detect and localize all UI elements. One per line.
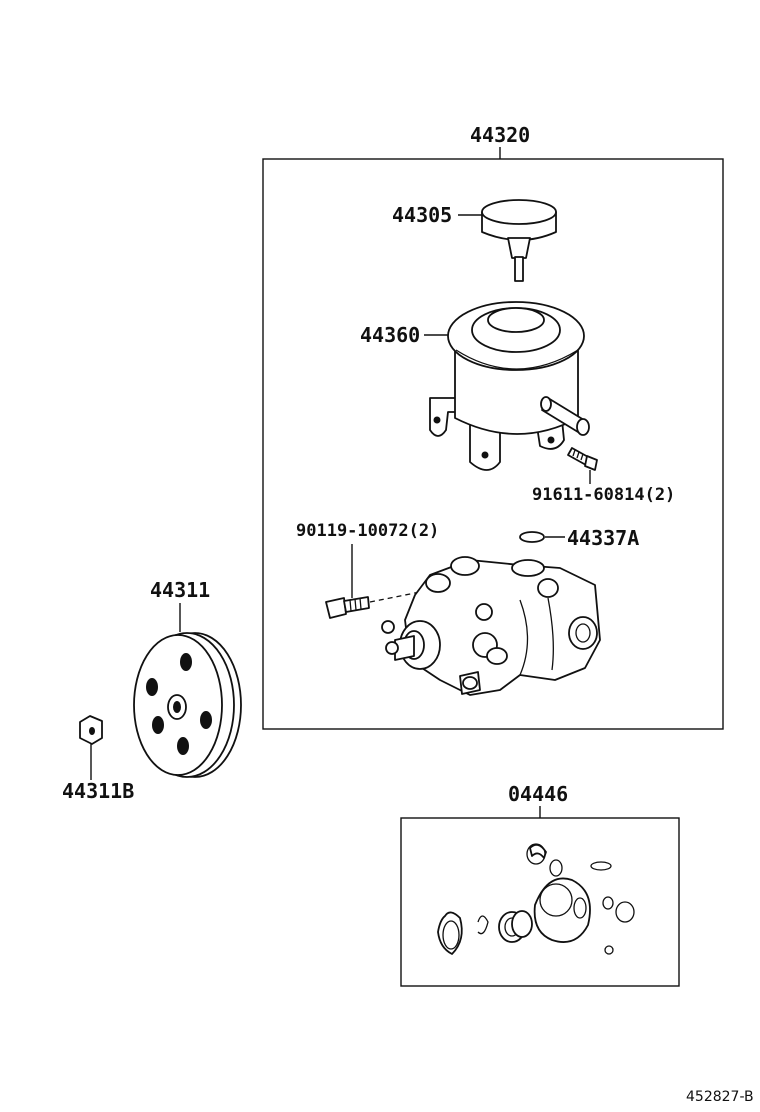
label-bolt-pump[interactable]: 90119-10072(2) [296,521,439,541]
o-ring-part[interactable] [519,531,545,543]
label-bolt-reservoir[interactable]: 91611-60814(2) [532,485,675,505]
reference-code: 452827-B [686,1089,754,1105]
label-o-ring[interactable]: 44337A [567,526,639,550]
assembly-44320-group: 44320 [262,123,724,730]
assembly-frame [262,158,724,730]
pulley-group: 44311 [133,578,242,778]
nut-group: 44311B [62,715,134,803]
pump-body-part[interactable] [381,556,601,696]
gasket-kit-group: 04446 [400,782,680,987]
reservoir-cap-group: 44305 [392,199,557,282]
label-assembly[interactable]: 44320 [470,123,530,147]
bolt-pump-group: 90119-10072(2) [296,521,439,619]
label-reservoir[interactable]: 44360 [360,323,420,347]
bolt-reservoir-group: 91611-60814(2) [532,447,675,505]
label-nut[interactable]: 44311B [62,779,134,803]
reservoir-part[interactable] [429,301,590,471]
bolt-reservoir-part[interactable] [567,447,598,471]
o-ring-group: 44337A [519,526,639,550]
label-pulley[interactable]: 44311 [150,578,210,602]
gasket-kit-frame [400,817,680,987]
reservoir-cap-part[interactable] [481,199,557,282]
bolt-pump-part[interactable] [325,596,370,619]
dashed-guide [369,589,431,603]
nut-part[interactable] [79,715,103,745]
reservoir-group: 44360 [360,301,590,471]
label-reservoir-cap[interactable]: 44305 [392,203,452,227]
gasket-kit-parts[interactable] [437,843,635,955]
pulley-part[interactable] [133,632,242,778]
label-gasket-kit[interactable]: 04446 [508,782,568,806]
